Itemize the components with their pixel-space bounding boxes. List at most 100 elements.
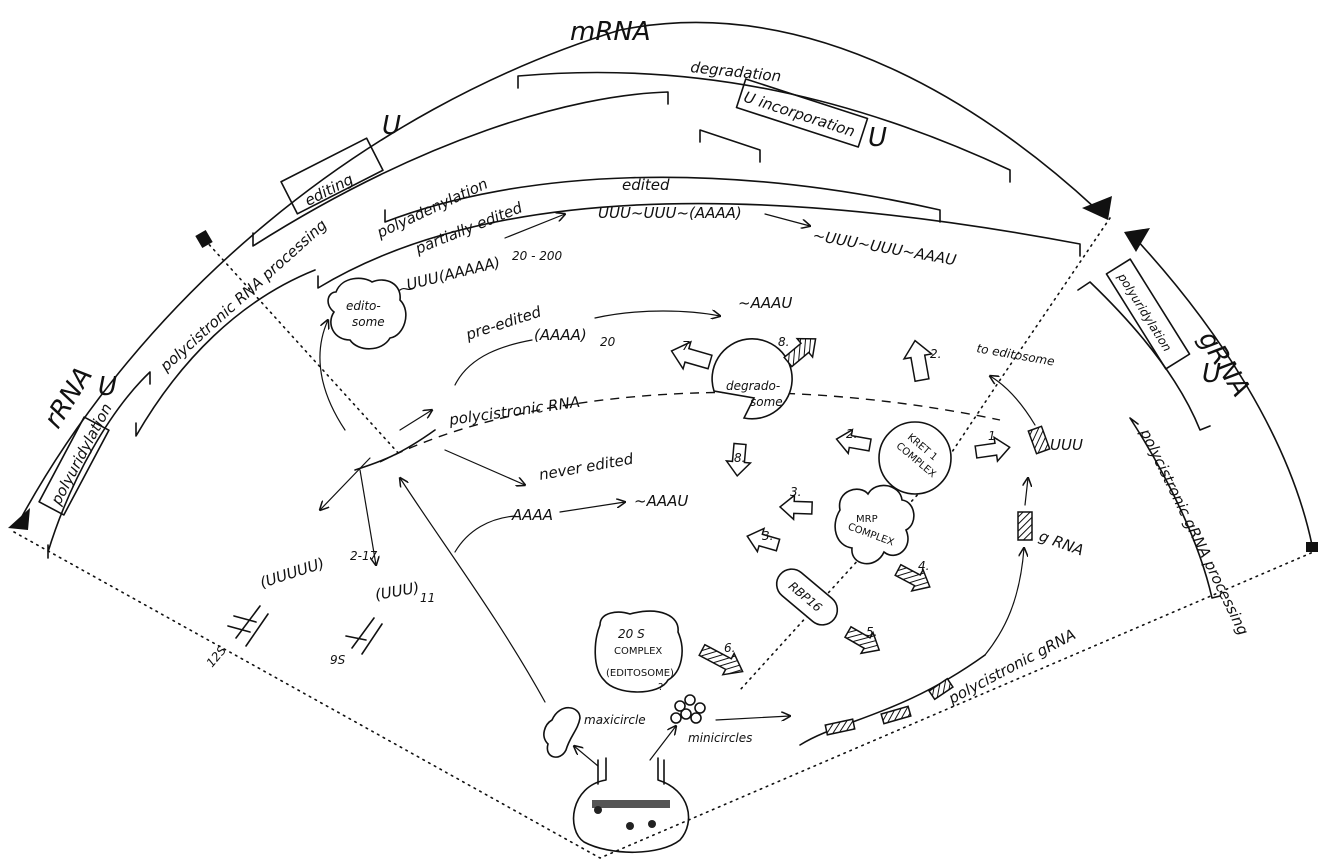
step-2b-arrow bbox=[835, 428, 872, 456]
editing-u: U bbox=[382, 111, 401, 141]
step-1-label: 1. bbox=[988, 429, 999, 443]
arrow-to-grna bbox=[984, 548, 1024, 656]
arrow-to-maxicircle bbox=[574, 746, 599, 767]
grna-poly-bar bbox=[1077, 281, 1211, 431]
mitochondrion bbox=[572, 757, 690, 854]
rrna-processing-bar bbox=[135, 269, 316, 437]
arrow-to-preedited bbox=[399, 410, 432, 431]
step-8b-arrow bbox=[724, 442, 753, 478]
arrow-to-never-edited bbox=[444, 449, 525, 485]
step-6-label: 6. bbox=[724, 641, 735, 655]
rrna-poly-box bbox=[38, 416, 110, 516]
polycistronic-rna-start bbox=[354, 429, 436, 471]
arrow-maxicircle-to-rna bbox=[400, 478, 546, 703]
aaau-seq: ~AAAU bbox=[738, 294, 792, 312]
step-8b-label: 8. bbox=[734, 451, 745, 465]
step-2b-label: 2. bbox=[846, 427, 857, 441]
final-seq: ~UUU~UUU~AAAU bbox=[811, 226, 957, 269]
arrow-to-12s bbox=[320, 457, 371, 510]
step-3a-label: 3. bbox=[790, 485, 801, 499]
step-3b-arrow bbox=[746, 527, 781, 554]
step-4-arrow bbox=[894, 563, 931, 593]
grna-arrowhead bbox=[1124, 228, 1150, 252]
fan-bottom-edges bbox=[13, 531, 1319, 859]
grna-poly-box bbox=[1105, 258, 1191, 370]
s20-editosome: (EDITOSOME) bbox=[606, 668, 674, 679]
step-5-label: 5. bbox=[866, 625, 877, 639]
arrow-to-aaau bbox=[594, 311, 720, 318]
arrow-to-never-final bbox=[559, 502, 625, 513]
u-incorporation-box bbox=[735, 78, 869, 148]
step-1-arrow bbox=[974, 435, 1011, 463]
processing-bar bbox=[317, 202, 1081, 289]
12s-rrna-shape bbox=[227, 605, 269, 647]
rrna-mrna-divider bbox=[204, 239, 401, 456]
kret1-complex bbox=[878, 421, 952, 495]
s20-question: ? bbox=[658, 682, 663, 693]
mrna-title: mRNA bbox=[570, 17, 651, 47]
step-3a-arrow bbox=[778, 493, 813, 522]
edited-label: edited bbox=[622, 176, 670, 194]
grna-label: g RNA bbox=[1037, 527, 1087, 560]
step-arrows bbox=[670, 337, 1011, 676]
step-6-arrow bbox=[698, 643, 744, 676]
partially-edited-seq: UUU(AAAAA) bbox=[405, 253, 502, 294]
pg-block-2 bbox=[880, 705, 912, 725]
grna-uuu-block bbox=[1027, 425, 1051, 455]
polycistronic-processing-label: polycistronic RNA processing bbox=[156, 216, 331, 376]
grna-processing-bar bbox=[1129, 417, 1221, 599]
mrna-arc-marker bbox=[195, 229, 213, 249]
arrow-to-editosome-grna bbox=[990, 376, 1036, 426]
mrp-label-1: MRP bbox=[856, 514, 878, 525]
outer-arc bbox=[8, 21, 1318, 552]
editosome-label-2: some bbox=[352, 315, 385, 329]
range-label: 20 - 200 bbox=[512, 249, 562, 263]
polycistronic-grna-label: polycistronic gRNA bbox=[945, 625, 1079, 708]
polycistronic-grna-line bbox=[799, 654, 986, 746]
arrow-to-minicircles bbox=[649, 726, 676, 761]
step-3b-label: 3. bbox=[762, 529, 773, 543]
step-4-label: 4. bbox=[918, 559, 929, 573]
rrna-uuuuu-sub: 2-17 bbox=[350, 549, 378, 563]
arrow-to-final bbox=[764, 213, 810, 226]
minicircles-label: minicircles bbox=[688, 731, 752, 745]
maxicircle-shape bbox=[543, 706, 581, 758]
grna-arc bbox=[1134, 237, 1313, 546]
polycistronic-rna-label: polycistronic RNA bbox=[447, 393, 581, 429]
mitochondrion-neck bbox=[597, 759, 665, 785]
rrna-poly-bar bbox=[47, 371, 151, 559]
degradosome-label-2: some bbox=[750, 395, 783, 409]
arrow-grna-up bbox=[1025, 478, 1028, 506]
process-bars bbox=[47, 71, 1221, 599]
pre-edited-tail bbox=[454, 339, 533, 386]
grna-block bbox=[1017, 511, 1033, 541]
partial-tail bbox=[399, 287, 415, 291]
u-incorporation-bar bbox=[699, 129, 761, 163]
step-7-arrow bbox=[670, 340, 713, 371]
never-edited-label: never edited bbox=[538, 450, 635, 484]
9s-label: 9S bbox=[330, 653, 346, 667]
editing-box bbox=[280, 137, 384, 215]
u-incorporation-u: U bbox=[868, 123, 887, 153]
rrna-uuu-sub: 11 bbox=[420, 591, 435, 605]
arrow-to-editosome bbox=[319, 320, 346, 431]
pg-block-1 bbox=[824, 718, 856, 736]
pre-edited-sub: 20 bbox=[600, 335, 616, 349]
mrp-complex bbox=[834, 484, 915, 565]
step-7-label: 7. bbox=[682, 339, 693, 353]
edited-seq: UUU~UUU~(AAAA) bbox=[598, 204, 742, 222]
mrna-arrowhead bbox=[1082, 196, 1112, 220]
grna-uuu-label: UUU bbox=[1050, 436, 1083, 454]
grna-arc-marker bbox=[1306, 542, 1318, 552]
grna-u: U bbox=[1202, 359, 1221, 389]
step-8a-label: 8. bbox=[778, 335, 789, 349]
rbp16-shape bbox=[775, 568, 839, 626]
rrna-arrowhead bbox=[8, 508, 30, 530]
never-edited-tail bbox=[454, 515, 516, 553]
never-edited-seq: AAAA bbox=[511, 506, 553, 524]
mrna-arc bbox=[19, 21, 1096, 521]
mrna-grna-divider bbox=[739, 217, 1111, 691]
degradation-label: degradation bbox=[690, 58, 782, 85]
